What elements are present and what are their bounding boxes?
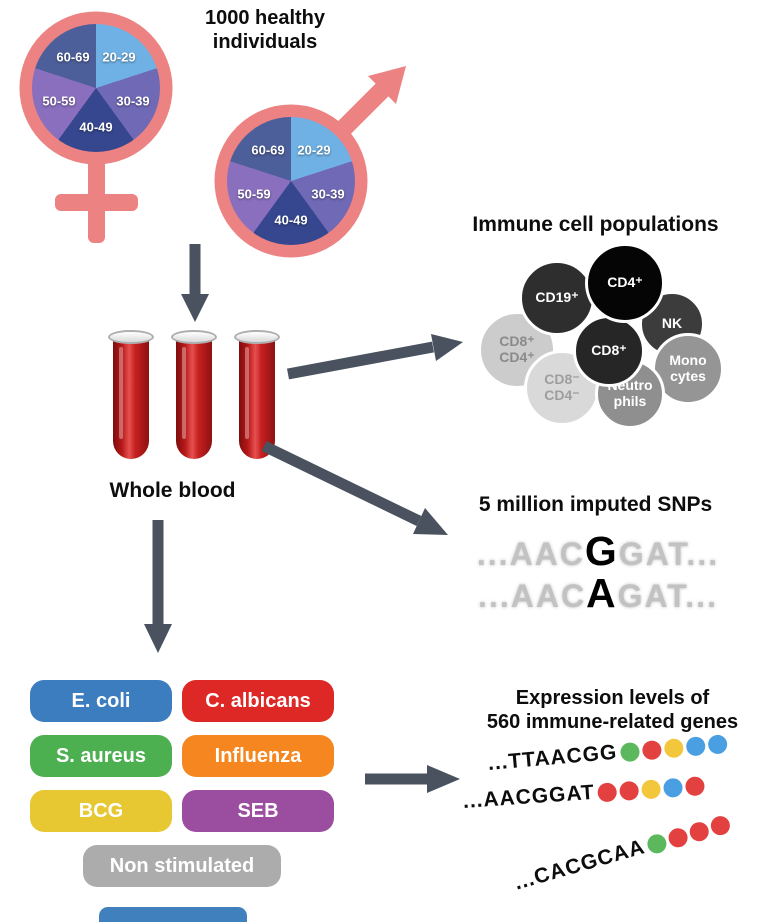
arrow-blood-to-snps bbox=[261, 441, 448, 535]
cell-population-cd8: CD8⁺ bbox=[573, 315, 645, 387]
expression-sequence-text: ...AACGGAT bbox=[462, 780, 596, 813]
cell-population-cd8-cd4: CD8⁻CD4⁻ bbox=[524, 350, 600, 426]
expression-dot-red bbox=[597, 781, 618, 803]
age-group-60-69: 60-69 bbox=[251, 142, 285, 158]
snp-seq-suffix: GAT... bbox=[618, 536, 720, 572]
tube-blood bbox=[176, 333, 212, 459]
whole-blood-label: Whole blood bbox=[109, 479, 236, 502]
cell-label: CD4⁻ bbox=[544, 387, 580, 403]
cell-label: CD19⁺ bbox=[535, 289, 579, 306]
expression-dot-red bbox=[619, 780, 640, 801]
age-group-20-29: 20-29 bbox=[102, 49, 136, 65]
age-group-50-59: 50-59 bbox=[42, 93, 76, 109]
expression-dot-red bbox=[666, 825, 690, 850]
cell-population-cd4: CD4⁺ bbox=[585, 243, 665, 323]
cell-label: CD8⁺ bbox=[591, 342, 627, 359]
stimulus-seb: SEB bbox=[182, 790, 334, 832]
cell-label: phils bbox=[613, 393, 647, 409]
expression-dot-green bbox=[644, 831, 669, 856]
expression-dot-blue bbox=[662, 777, 684, 798]
tube-blood bbox=[113, 333, 149, 459]
immune-cells-title: Immune cell populations bbox=[472, 213, 719, 236]
arrow-blood-to-cells bbox=[286, 334, 463, 380]
expression-dot-green bbox=[619, 741, 641, 762]
arrow-stimuli-to-expression bbox=[365, 765, 460, 793]
tube-blood bbox=[239, 333, 275, 459]
expression-title-line1: Expression levels of bbox=[515, 687, 710, 709]
tube-rim bbox=[108, 330, 154, 344]
tube-rim bbox=[234, 330, 280, 344]
expression-row: ...AACGGAT bbox=[462, 773, 706, 814]
snp-seq-prefix: ...AAC bbox=[478, 578, 587, 614]
cell-label: CD8⁺ bbox=[499, 333, 535, 350]
snps-title: 5 million imputed SNPs bbox=[478, 493, 713, 516]
blood-tubes bbox=[108, 330, 280, 462]
expression-dot-blue bbox=[685, 735, 706, 757]
cell-label: CD8⁻ bbox=[544, 371, 580, 388]
expression-dot-blue bbox=[707, 733, 728, 755]
snp-seq-prefix: ...AAC bbox=[476, 536, 585, 572]
cohort-title-line1: 1000 healthy bbox=[204, 7, 326, 29]
expression-dot-red bbox=[641, 739, 662, 760]
age-group-30-39: 30-39 bbox=[116, 93, 150, 109]
age-group-20-29: 20-29 bbox=[297, 142, 331, 158]
stimulus-influenza: Influenza bbox=[182, 735, 334, 777]
blood-tube bbox=[234, 330, 280, 462]
age-group-60-69: 60-69 bbox=[56, 49, 90, 65]
cell-label: Mono bbox=[669, 352, 707, 369]
expression-title-line2: 560 immune-related genes bbox=[486, 711, 739, 733]
age-group-50-59: 50-59 bbox=[237, 186, 271, 202]
expression-row: ...TTAACGG bbox=[487, 731, 728, 776]
male-icon bbox=[214, 66, 406, 258]
snp-seq-suffix: GAT... bbox=[617, 578, 718, 614]
snp-sequence-reference: ...AACGGAT... bbox=[448, 528, 748, 575]
expression-dot-red bbox=[684, 775, 706, 796]
stimulus-s-aureus: S. aureus bbox=[30, 735, 172, 777]
cell-label: NK bbox=[661, 315, 683, 332]
arrow-cohort-to-blood bbox=[181, 244, 209, 322]
blood-tube bbox=[171, 330, 217, 462]
stimulus-bcg: BCG bbox=[30, 790, 172, 832]
stimulus-c-albicans: C. albicans bbox=[182, 680, 334, 722]
cohort-title: 1000 healthy individuals bbox=[175, 6, 355, 54]
female-icon bbox=[19, 11, 173, 243]
arrow-blood-to-stimuli bbox=[144, 520, 172, 653]
expression-dot-yellow bbox=[641, 778, 662, 799]
age-group-40-49: 40-49 bbox=[274, 212, 308, 228]
expression-sequence-text: ...CACGCAA bbox=[511, 835, 648, 895]
expression-dot-red bbox=[687, 819, 711, 844]
expression-dot-yellow bbox=[663, 737, 684, 759]
expression-row: ...CACGCAA bbox=[512, 811, 733, 895]
age-group-40-49: 40-49 bbox=[79, 119, 113, 135]
cell-label: CD4⁺ bbox=[499, 349, 535, 365]
snp-variant-allele: A bbox=[586, 570, 618, 616]
age-group-30-39: 30-39 bbox=[311, 186, 345, 202]
cell-label: CD4⁺ bbox=[607, 274, 643, 291]
blood-tube bbox=[108, 330, 154, 462]
cell-label: cytes bbox=[670, 368, 706, 384]
cohort-title-line2: individuals bbox=[212, 31, 318, 53]
tube-rim bbox=[171, 330, 217, 344]
cropped-bottom-box bbox=[99, 907, 247, 922]
snp-variant-allele: G bbox=[584, 528, 619, 574]
expression-title: Expression levels of 560 immune-related … bbox=[460, 686, 765, 734]
snp-sequence-alternate: ...AACAGAT... bbox=[448, 570, 748, 617]
expression-dot-red bbox=[708, 813, 732, 837]
stimulus-non-stimulated: Non stimulated bbox=[83, 845, 281, 887]
stimulus-e-coli: E. coli bbox=[30, 680, 172, 722]
expression-sequence-text: ...TTAACGG bbox=[486, 740, 619, 775]
